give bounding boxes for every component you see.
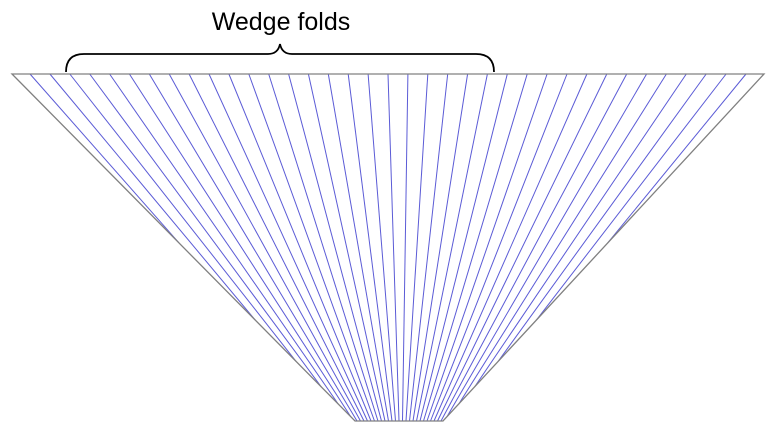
- fold-line: [433, 73, 588, 422]
- fold-line: [402, 73, 409, 422]
- fold-line: [458, 73, 667, 405]
- fold-line: [109, 73, 339, 405]
- wedge-folds-bracket: [65, 43, 495, 73]
- fold-line: [412, 73, 469, 422]
- fold-line: [405, 73, 429, 422]
- fold-line: [535, 73, 727, 321]
- fold-lines: [29, 73, 747, 422]
- fold-line: [474, 73, 687, 388]
- fold-line: [426, 73, 548, 422]
- fold-line: [288, 73, 382, 422]
- trapezoid-outline: [10, 73, 766, 422]
- fold-line: [327, 73, 389, 422]
- fold-line: [69, 73, 297, 362]
- fold-line: [423, 73, 528, 422]
- fold-line: [168, 73, 361, 422]
- fold-line: [430, 73, 568, 422]
- fold-line: [409, 73, 449, 422]
- fold-line: [188, 73, 365, 422]
- fold-line: [148, 73, 358, 422]
- wedge-folds-label: Wedge folds: [211, 8, 351, 36]
- fold-line: [208, 73, 368, 422]
- fold-line: [307, 73, 386, 422]
- fold-line: [268, 73, 379, 422]
- fold-line: [497, 73, 707, 362]
- fold-line: [419, 73, 508, 422]
- fold-line: [446, 73, 648, 417]
- fold-line: [387, 73, 400, 422]
- fold-line: [437, 73, 608, 422]
- fold-line: [89, 73, 322, 388]
- fold-line: [416, 73, 488, 422]
- fold-line: [228, 73, 372, 422]
- fold-line: [367, 73, 396, 422]
- fold-line: [440, 73, 628, 422]
- fold-line: [347, 73, 393, 422]
- fold-line: [49, 73, 256, 321]
- fold-line: [248, 73, 375, 422]
- fold-line: [29, 73, 180, 244]
- fold-line: [607, 73, 747, 244]
- fold-line: [128, 73, 352, 417]
